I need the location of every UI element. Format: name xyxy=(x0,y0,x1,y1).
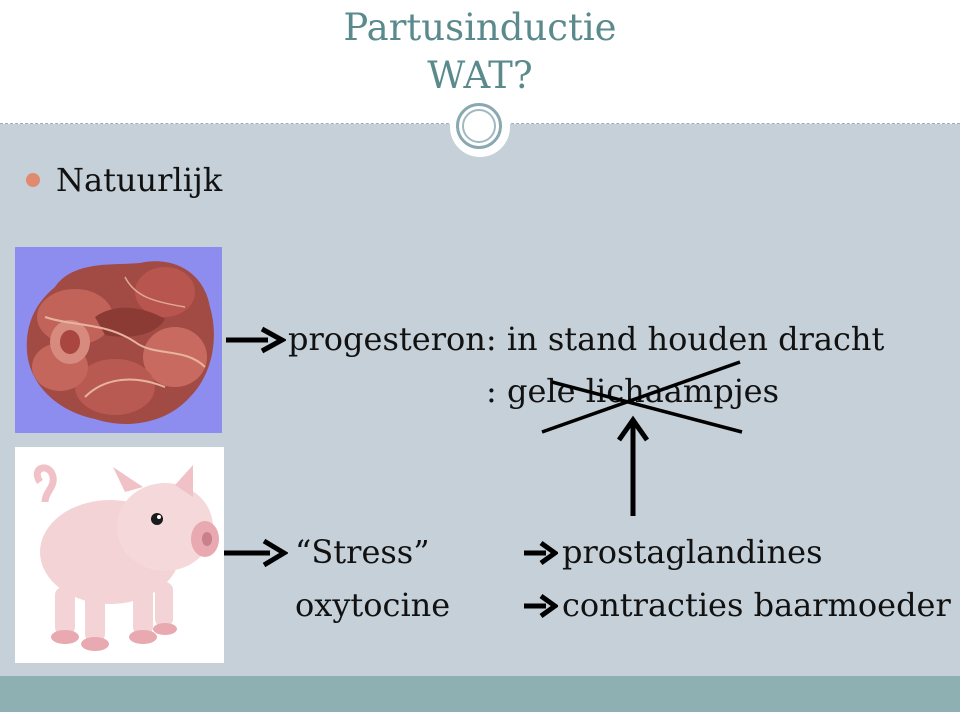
cross-out-icon xyxy=(540,358,745,436)
ovary-image xyxy=(15,247,222,433)
stress-text: “Stress” xyxy=(295,533,430,571)
bullet-text: Natuurlijk xyxy=(56,161,223,199)
bullet-item: Natuurlijk xyxy=(26,160,222,200)
prostaglandines-text: prostaglandines xyxy=(562,533,823,571)
footer-band xyxy=(0,676,960,712)
slide-title: Partusinductie xyxy=(343,6,617,49)
right-arrow-icon xyxy=(522,593,558,619)
right-arrow-icon xyxy=(522,540,558,566)
up-arrow-icon xyxy=(614,414,652,518)
progesteron-text: progesteron: in stand houden dracht xyxy=(288,320,885,358)
right-arrow-icon xyxy=(224,326,286,354)
piglet-image xyxy=(15,447,224,663)
bullet-dot-icon xyxy=(26,173,40,187)
oxytocine-text: oxytocine xyxy=(295,586,451,624)
slide-subtitle: WAT? xyxy=(427,54,533,97)
right-arrow-icon xyxy=(222,538,288,568)
contracties-text: contracties baarmoeder xyxy=(562,586,951,624)
circle-ornament xyxy=(450,97,510,157)
